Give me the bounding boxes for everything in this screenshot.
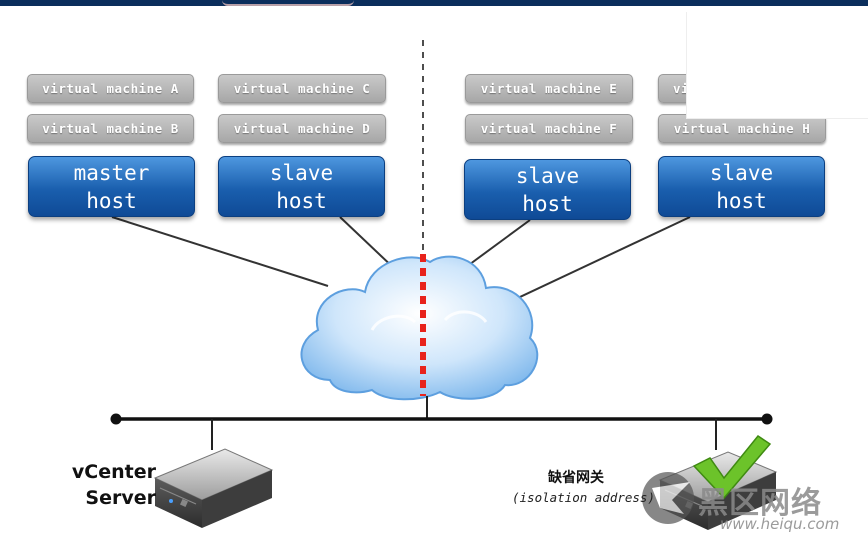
slave-host-3: slave host	[658, 156, 825, 217]
host-label-line1: slave	[515, 163, 580, 188]
check-icon	[692, 434, 772, 500]
vcenter-server-icon	[153, 448, 274, 528]
link-slave-host-2	[461, 219, 531, 271]
network-cloud	[300, 255, 539, 401]
link-slave-host-3	[504, 216, 691, 305]
vcenter-label-line2: Server	[85, 487, 156, 509]
host-label-line1: master	[73, 160, 150, 185]
vm-a: virtual machine A	[27, 74, 194, 103]
host-label-line1: slave	[709, 160, 774, 185]
host-label-line2: host	[276, 188, 327, 213]
vcenter-server-label: vCenter Server	[66, 459, 156, 511]
bus-endpoint-left	[110, 413, 122, 425]
vm-d: virtual machine D	[218, 114, 386, 143]
vm-e: virtual machine E	[465, 74, 633, 103]
host-label-line2: host	[86, 188, 137, 213]
vm-b: virtual machine B	[27, 114, 194, 143]
slave-host-1: slave host	[218, 156, 385, 217]
host-label-line2: host	[522, 191, 573, 216]
gateway-label: 缺省网关	[548, 470, 604, 486]
host-label-line1: slave	[269, 160, 334, 185]
overlay-box	[686, 12, 868, 119]
watermark-url: www.heiqu.com	[720, 515, 840, 533]
host-label-line2: host	[716, 188, 767, 213]
watermark-text: 黑区网络	[698, 486, 822, 521]
vm-g: vi	[658, 74, 689, 103]
link-master-host	[111, 216, 329, 287]
watermark-logo-icon	[642, 472, 694, 524]
vcenter-label-line1: vCenter	[71, 461, 156, 483]
isolation-address-label: (isolation address)	[512, 490, 655, 505]
top-bar	[0, 0, 868, 6]
top-bar-arc	[222, 0, 354, 6]
slave-host-2: slave host	[464, 159, 631, 220]
vm-f: virtual machine F	[465, 114, 633, 143]
bus-endpoint-right	[761, 413, 773, 425]
vm-c: virtual machine C	[218, 74, 386, 103]
master-host: master host	[28, 156, 195, 217]
